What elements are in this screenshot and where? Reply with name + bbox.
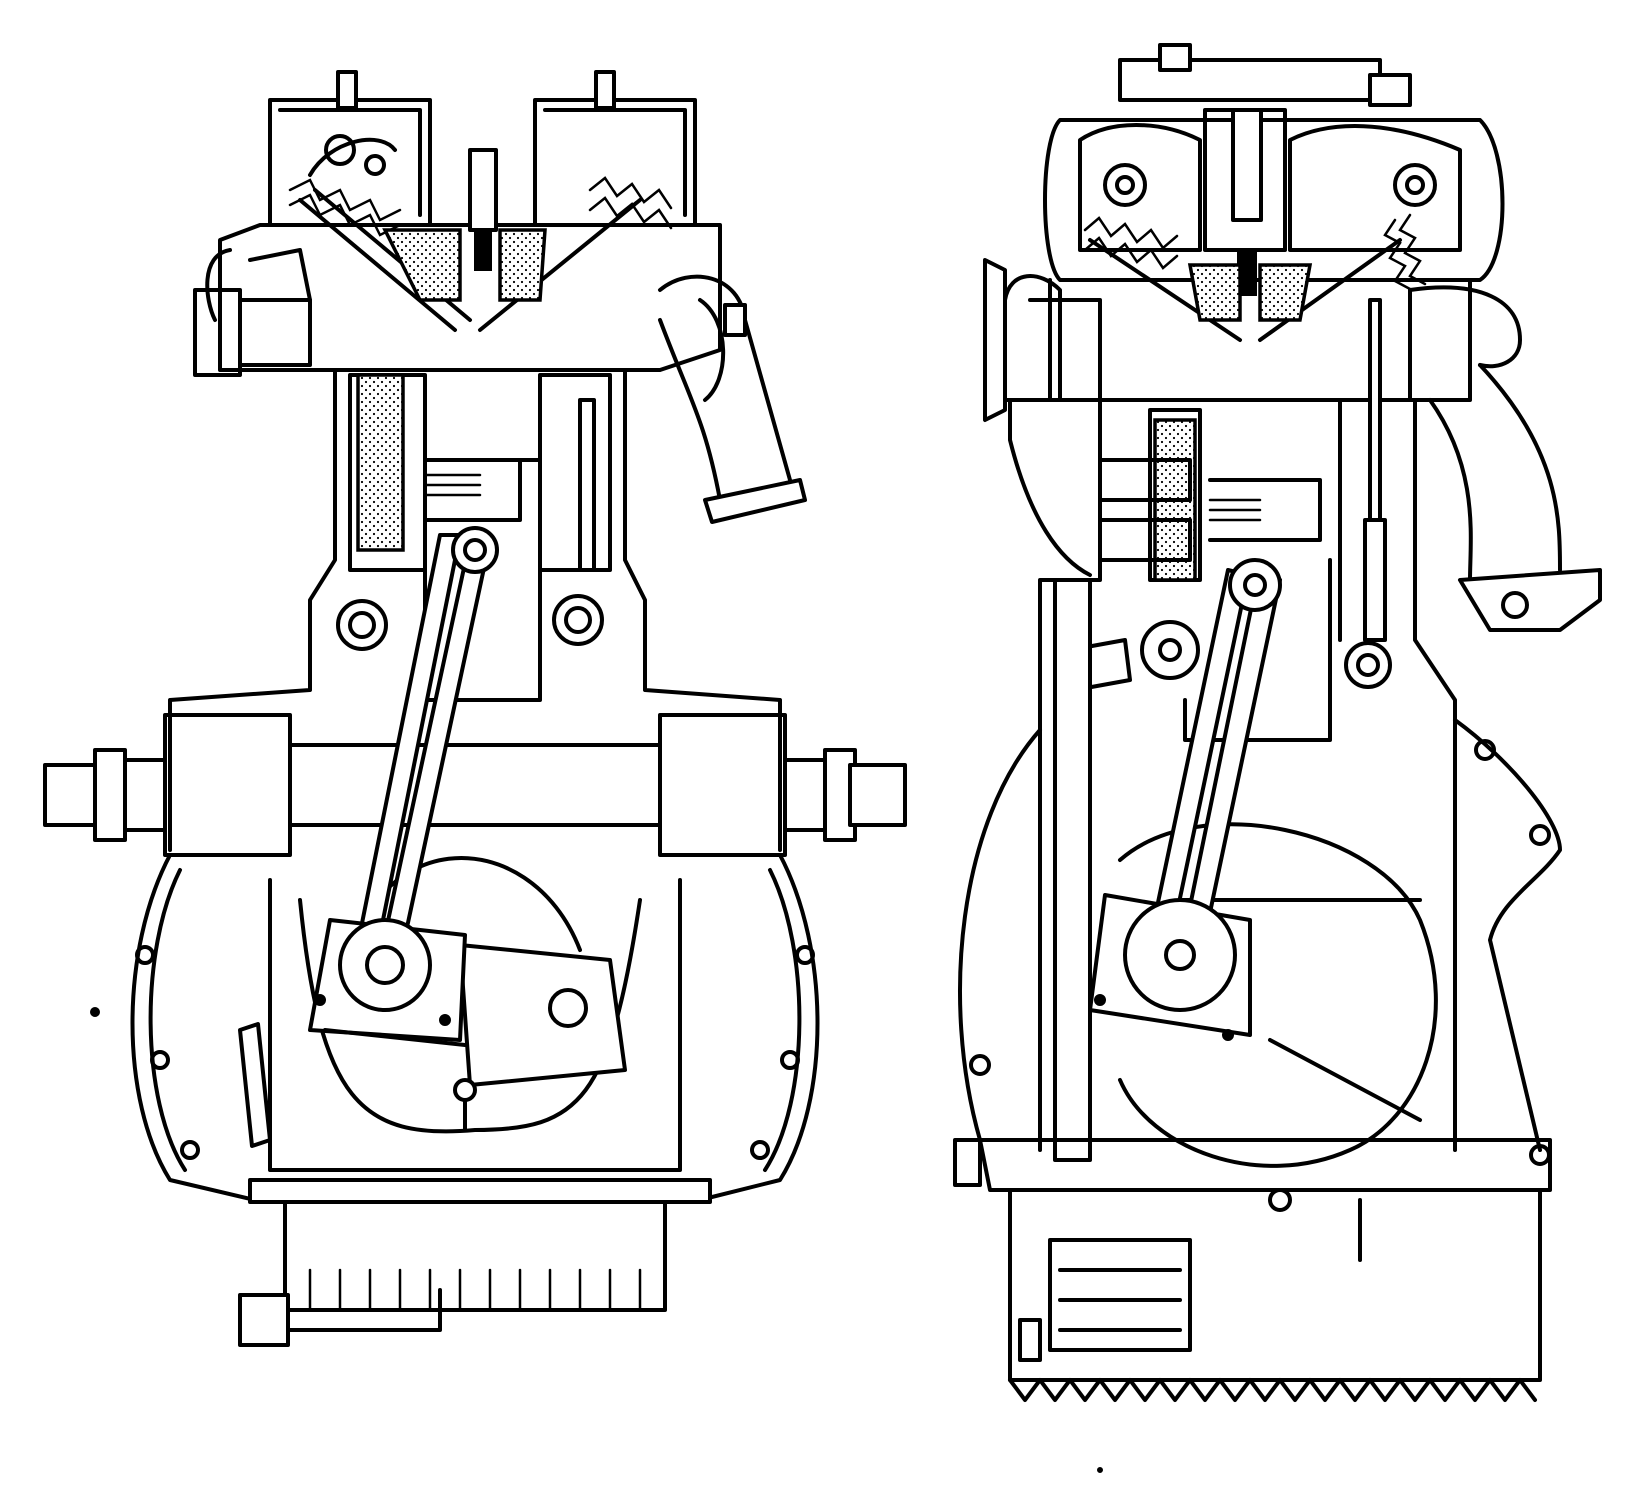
right-crankcase xyxy=(953,558,1562,1402)
stray-mark xyxy=(90,1007,100,1017)
right-cylinder-block xyxy=(1038,298,1457,1162)
side-section-view xyxy=(953,43,1602,1402)
right-manifolds xyxy=(983,258,1602,632)
left-crankcase xyxy=(130,853,820,1347)
left-cylinder-head xyxy=(193,70,807,524)
left-crank-assembly xyxy=(308,526,627,1132)
right-cylinder-head xyxy=(1043,43,1505,402)
front-section-view xyxy=(43,70,907,1347)
stray-mark xyxy=(1097,1467,1103,1473)
left-cylinder-block xyxy=(168,368,782,852)
left-main-bearing xyxy=(43,713,907,857)
